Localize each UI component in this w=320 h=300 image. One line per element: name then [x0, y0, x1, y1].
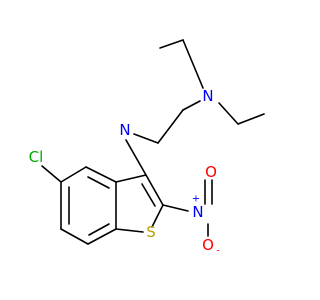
bond-c5-cl [41, 165, 62, 183]
bond-c7-c7a-a [87, 228, 117, 245]
bond-c3-c2-b [141, 183, 156, 207]
bond-c3-c3a [115, 174, 147, 183]
bond-nh-c3 [125, 139, 147, 176]
bond-c4-c5 [60, 166, 87, 183]
bond-c6-c7 [60, 228, 89, 245]
bond-n-ch2 [182, 100, 201, 111]
bond-ethyl1-ch3 [159, 39, 184, 49]
bond-ch2-nh [133, 133, 159, 144]
bond-ethyl2-ch3 [237, 113, 265, 125]
charge-plus: + [192, 194, 200, 205]
bond-ethyl1-ch2-n [182, 39, 204, 89]
atom-sulfur: S [146, 223, 156, 241]
atom-oxygen-single: O [202, 236, 214, 254]
bond-c3a-c4-a [85, 166, 117, 183]
molecule-structure: N N Cl S N + O O - [29, 39, 265, 257]
atom-n-amine: N [119, 121, 130, 139]
bond-c3-c2-a [145, 174, 164, 206]
bond-ch2-ch2 [157, 109, 184, 144]
bond-c3a-c4-b [87, 176, 110, 189]
bond-c2-n-nitro [162, 204, 189, 212]
bond-c2-s [151, 204, 164, 228]
atom-n-nitro: N [192, 203, 203, 221]
atom-n-diethylamine: N [202, 87, 213, 105]
bond-c7-c7a-b [88, 223, 110, 236]
molecule-diagram: N N Cl S N + O O - [28, 39, 265, 257]
bond-n-ethyl2-ch2 [218, 102, 239, 125]
atom-chlorine: Cl [29, 148, 44, 166]
atom-oxygen-double: O [205, 163, 217, 181]
charge-minus: - [216, 246, 220, 257]
bond-s-c7a [115, 228, 144, 233]
